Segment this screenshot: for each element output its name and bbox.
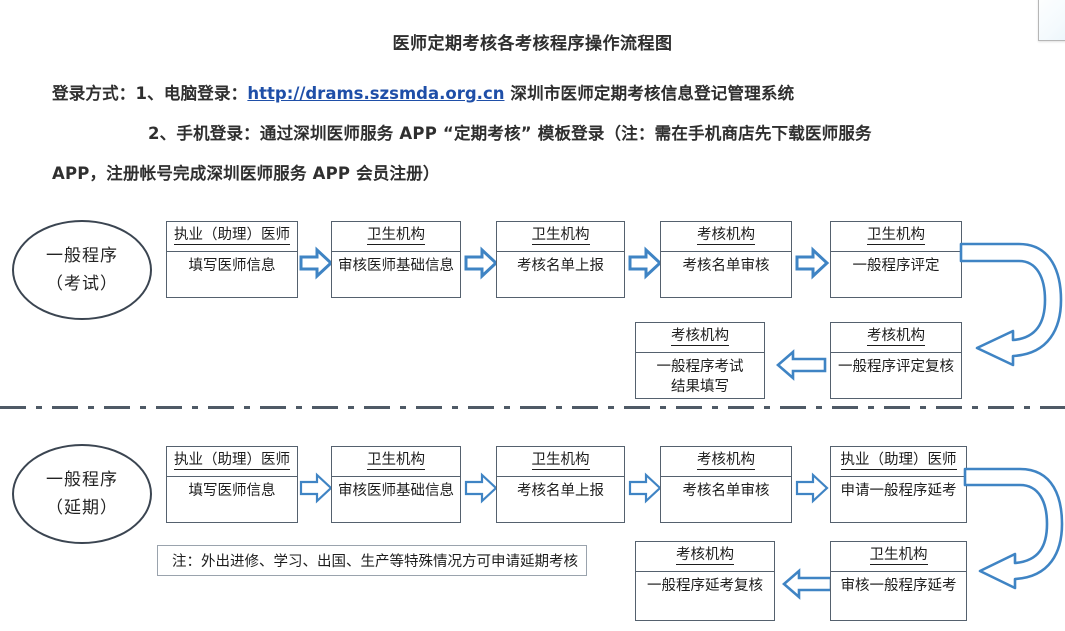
drams-url-link[interactable]: http://drams.szsmda.org.cn: [247, 84, 505, 103]
defer-arrow-4-to-5: [795, 472, 829, 504]
exam-arrow-2-to-3: [464, 246, 499, 280]
exam-arrow-7-to-6: [776, 349, 827, 381]
section-divider: [0, 406, 1065, 409]
defer-step-2-actor-row: 卫生机构: [332, 447, 460, 477]
defer-step-7[interactable]: 卫生机构 审核一般程序延考: [830, 541, 967, 621]
defer-arrow-1-to-2: [299, 472, 333, 504]
defer-arrow-2-to-3: [464, 472, 498, 504]
exam-step-4-actor-row: 考核机构: [661, 222, 791, 252]
exam-step-2[interactable]: 卫生机构 审核医师基础信息: [331, 221, 461, 298]
defer-step-1-action: 填写医师信息: [188, 483, 276, 499]
exam-step-3-actor-row: 卫生机构: [497, 222, 624, 252]
defer-step-5-action: 申请一般程序延考: [840, 483, 957, 499]
defer-step-5-actor-row: 执业（助理）医师: [831, 447, 966, 477]
exam-step-2-action: 审核医师基础信息: [338, 258, 454, 274]
exam-loopback-curved-arrow: [957, 236, 1065, 367]
exam-step-3-action: 考核名单上报: [517, 258, 604, 274]
defer-step-6[interactable]: 考核机构 一般程序延考复核: [635, 541, 775, 621]
defer-step-4[interactable]: 考核机构 考核名单审核: [660, 446, 792, 523]
defer-step-1-actor-row: 执业（助理）医师: [167, 447, 297, 477]
defer-step-7-actor-row: 卫生机构: [831, 542, 966, 572]
exam-step-6-actor-row: 考核机构: [636, 323, 764, 353]
exam-step-7-action: 一般程序评定复核: [838, 359, 954, 375]
corner-panel: [1038, 0, 1065, 41]
exam-step-6[interactable]: 考核机构 一般程序考试 结果填写: [635, 322, 765, 399]
login-method-pc-label: 登录方式：1、电脑登录：: [52, 84, 248, 103]
exam-step-5[interactable]: 卫生机构 一般程序评定: [830, 221, 962, 298]
login-method-system-name: 深圳市医师定期考核信息登记管理系统: [504, 84, 795, 103]
exam-step-7-actor-row: 考核机构: [831, 323, 961, 353]
defer-loopback-curved-arrow: [962, 461, 1065, 590]
exam-step-5-actor-row: 卫生机构: [831, 222, 961, 252]
defer-step-5[interactable]: 执业（助理）医师 申请一般程序延考: [830, 446, 967, 523]
defer-step-3-actor-row: 卫生机构: [497, 447, 624, 477]
exam-step-7[interactable]: 考核机构 一般程序评定复核: [830, 322, 962, 399]
page-title: 医师定期考核各考核程序操作流程图: [392, 34, 673, 54]
exam-step-3[interactable]: 卫生机构 考核名单上报: [496, 221, 625, 298]
defer-step-4-actor-row: 考核机构: [661, 447, 791, 477]
defer-step-2-action: 审核医师基础信息: [338, 483, 454, 499]
defer-note: 注：外出进修、学习、出国、生产等特殊情况方可申请延期考核: [157, 545, 587, 576]
exam-step-5-action: 一般程序评定: [852, 258, 940, 274]
login-method-line-2: 2、手机登录：通过深圳医师服务 APP “定期考核” 模板登录（注：需在手机商店…: [148, 124, 872, 143]
exam-step-6-action: 一般程序考试 结果填写: [656, 359, 744, 395]
defer-arrow-3-to-4: [628, 472, 662, 504]
defer-step-6-action: 一般程序延考复核: [647, 578, 763, 594]
defer-step-7-action: 审核一般程序延考: [840, 578, 957, 594]
login-method-line-3: APP，注册帐号完成深圳医师服务 APP 会员注册）: [52, 164, 440, 183]
defer-step-6-actor-row: 考核机构: [636, 542, 774, 572]
flow-exam-label-line2: （考试）: [46, 274, 118, 294]
defer-step-4-action: 考核名单审核: [682, 483, 770, 499]
exam-step-1[interactable]: 执业（助理）医师 填写医师信息: [166, 221, 298, 298]
defer-step-1[interactable]: 执业（助理）医师 填写医师信息: [166, 446, 298, 523]
flow-defer-label-line2: （延期）: [46, 498, 118, 518]
defer-step-3-action: 考核名单上报: [517, 483, 604, 499]
exam-step-2-actor-row: 卫生机构: [332, 222, 460, 252]
flow-exam-label-line1: 一般程序: [46, 245, 118, 266]
defer-step-3[interactable]: 卫生机构 考核名单上报: [496, 446, 625, 523]
flow-defer-label: 一般程序 （延期）: [12, 444, 152, 544]
defer-arrow-7-to-6: [782, 568, 833, 600]
defer-step-2[interactable]: 卫生机构 审核医师基础信息: [331, 446, 461, 523]
exam-arrow-3-to-4: [628, 246, 663, 280]
exam-arrow-4-to-5: [795, 246, 830, 280]
login-method-line-1: 登录方式：1、电脑登录：http://drams.szsmda.org.cn 深…: [52, 80, 794, 104]
flow-exam-label: 一般程序 （考试）: [12, 220, 152, 320]
flow-defer-label-line1: 一般程序: [46, 469, 118, 490]
exam-step-4-action: 考核名单审核: [682, 258, 770, 274]
exam-step-1-actor-row: 执业（助理）医师: [167, 222, 297, 252]
exam-step-4[interactable]: 考核机构 考核名单审核: [660, 221, 792, 298]
exam-arrow-1-to-2: [299, 246, 334, 280]
exam-step-1-action: 填写医师信息: [188, 258, 276, 274]
